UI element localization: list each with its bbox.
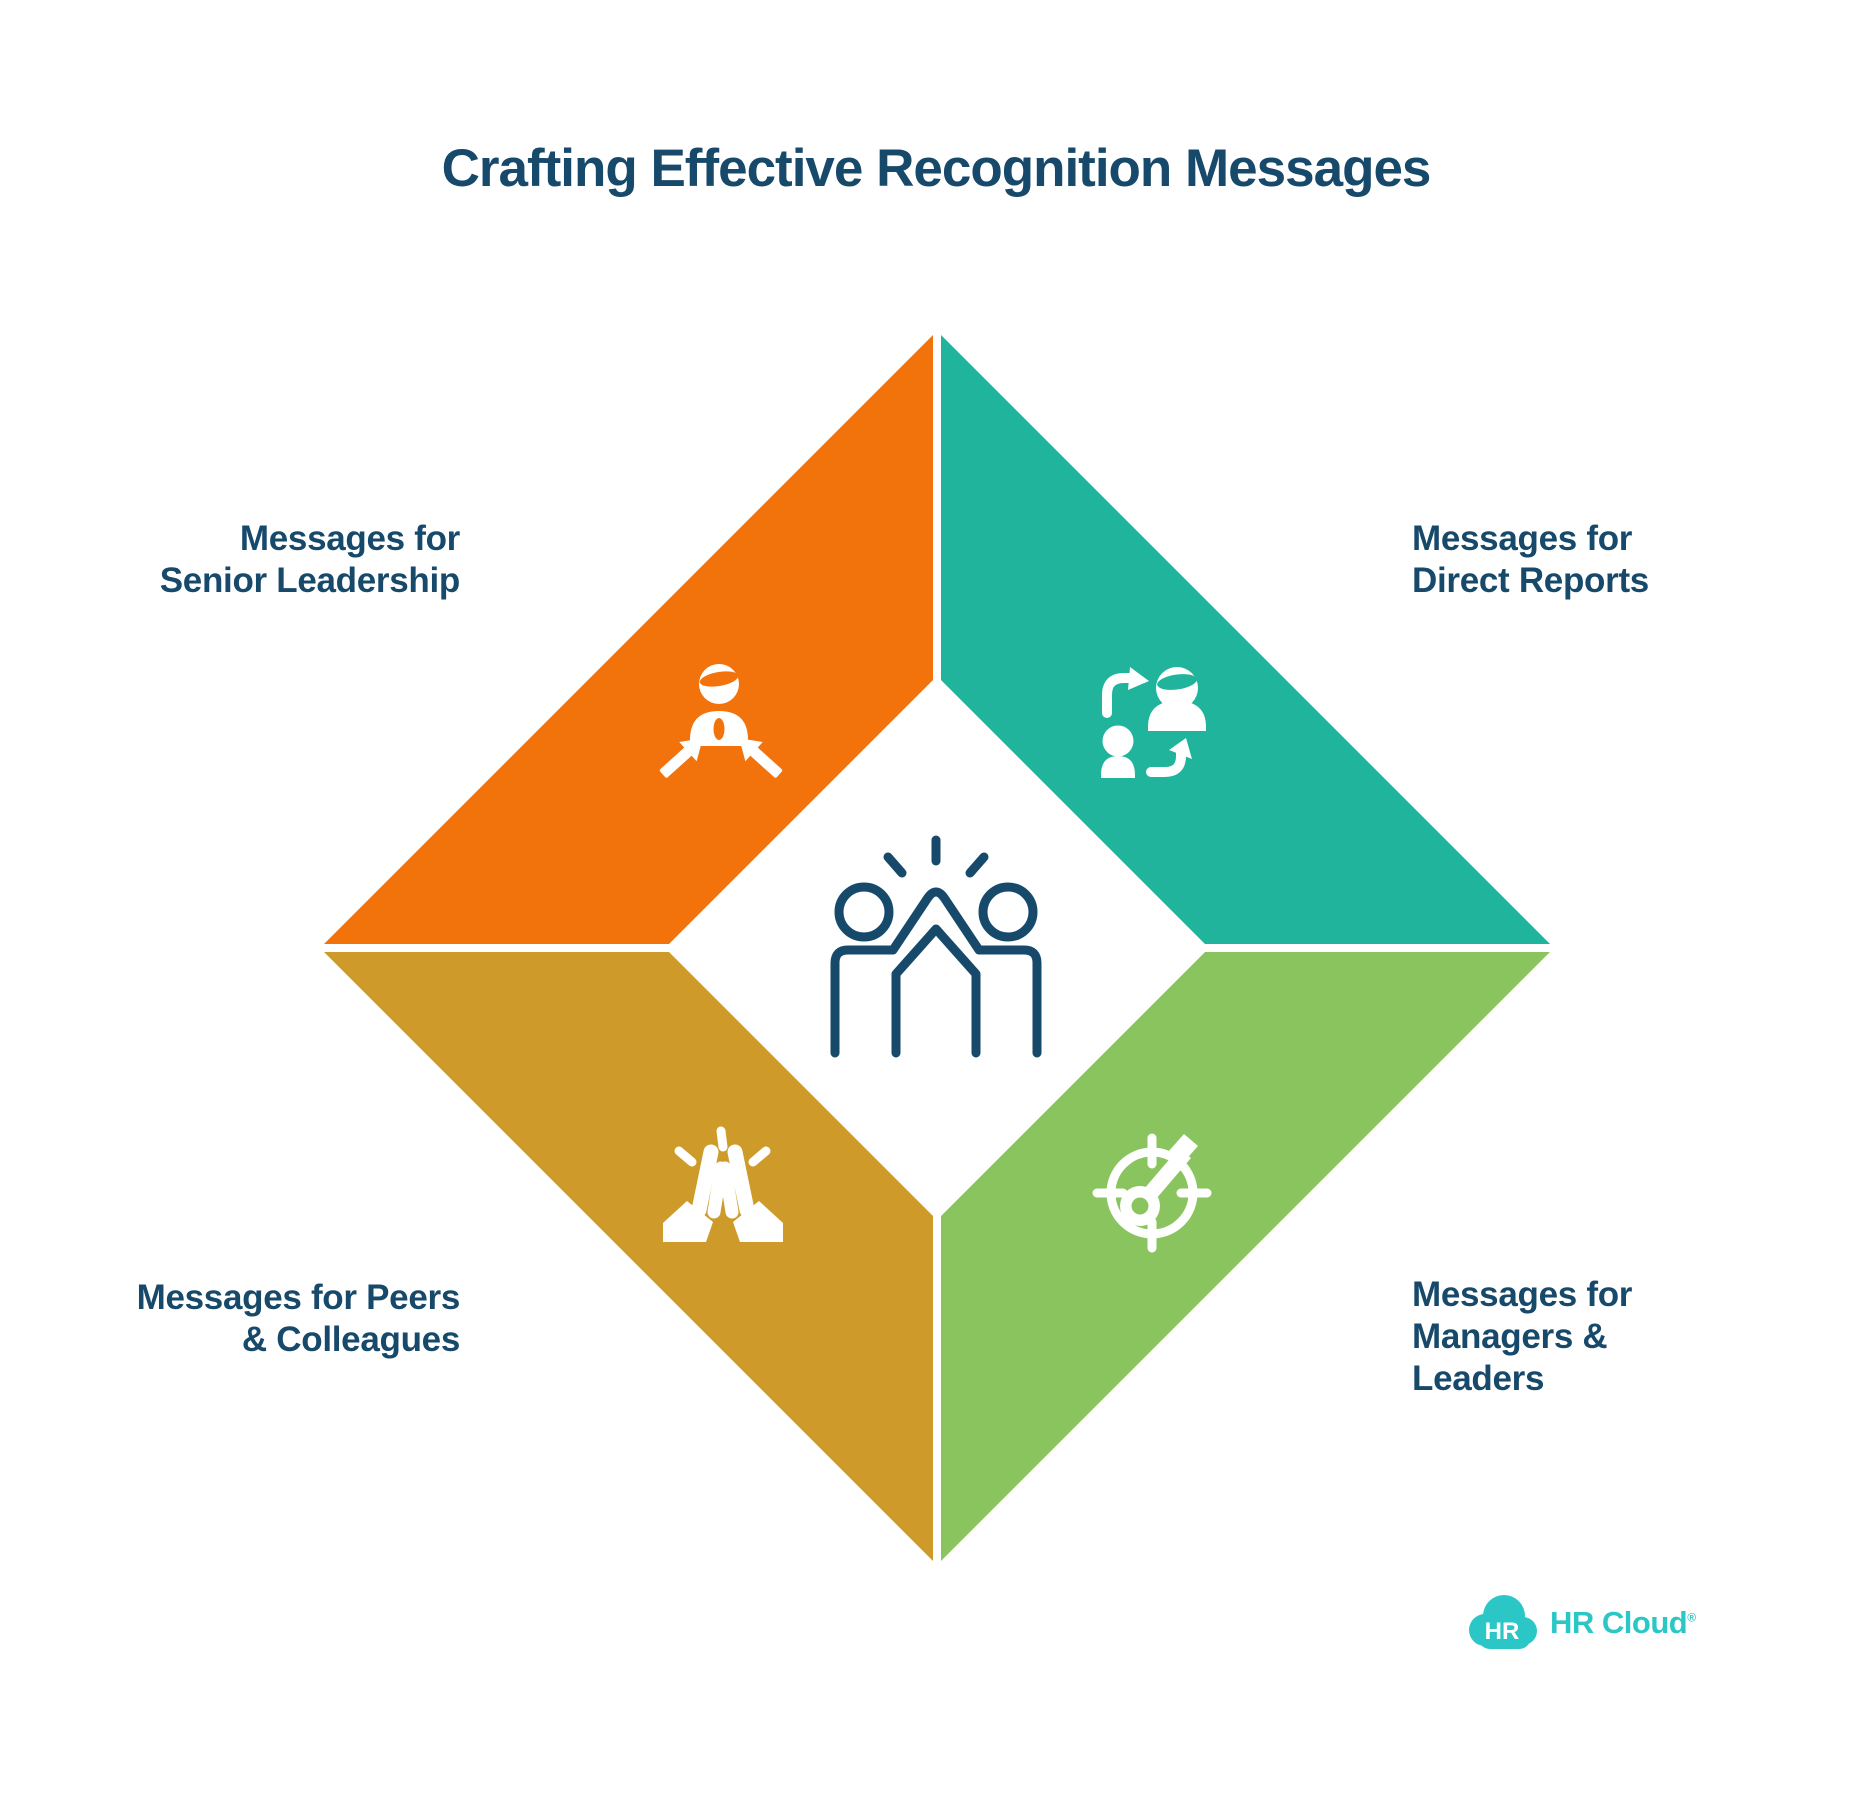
arrow-up-right-icon <box>659 738 703 778</box>
arrow-up-left-icon <box>739 738 783 778</box>
logo-badge-text: HR <box>1485 1618 1520 1645</box>
quadrant-label-senior-leadership: Messages for Senior Leadership <box>159 519 461 600</box>
leader-spotlight-icon <box>659 664 783 778</box>
logo-wordmark: HR Cloud® <box>1550 1605 1696 1640</box>
quadrant-label-direct-reports: Messages for Direct Reports <box>1412 519 1649 600</box>
quadrant-direct-reports <box>941 335 1550 944</box>
cloud-icon: HR <box>1469 1595 1537 1649</box>
quadrant-senior-leadership <box>324 335 933 944</box>
target-goal-icon <box>1092 1133 1212 1253</box>
quadrant-managers-leaders <box>941 952 1550 1561</box>
team-high-five-icon <box>830 835 1042 1058</box>
hr-cloud-logo: HR HR Cloud® <box>1464 1593 1696 1653</box>
registered-mark: ® <box>1687 1610 1696 1625</box>
quadrant-label-peers-colleagues: Messages for Peers & Colleagues <box>136 1278 461 1359</box>
quadrant-peers-colleagues <box>324 952 933 1561</box>
page-title: Crafting Effective Recognition Messages <box>441 139 1432 198</box>
people-exchange-icon <box>1101 667 1206 778</box>
high-five-hands-icon <box>663 1126 783 1242</box>
quadrant-label-managers-leaders: Messages for Managers & Leaders <box>1412 1275 1633 1398</box>
